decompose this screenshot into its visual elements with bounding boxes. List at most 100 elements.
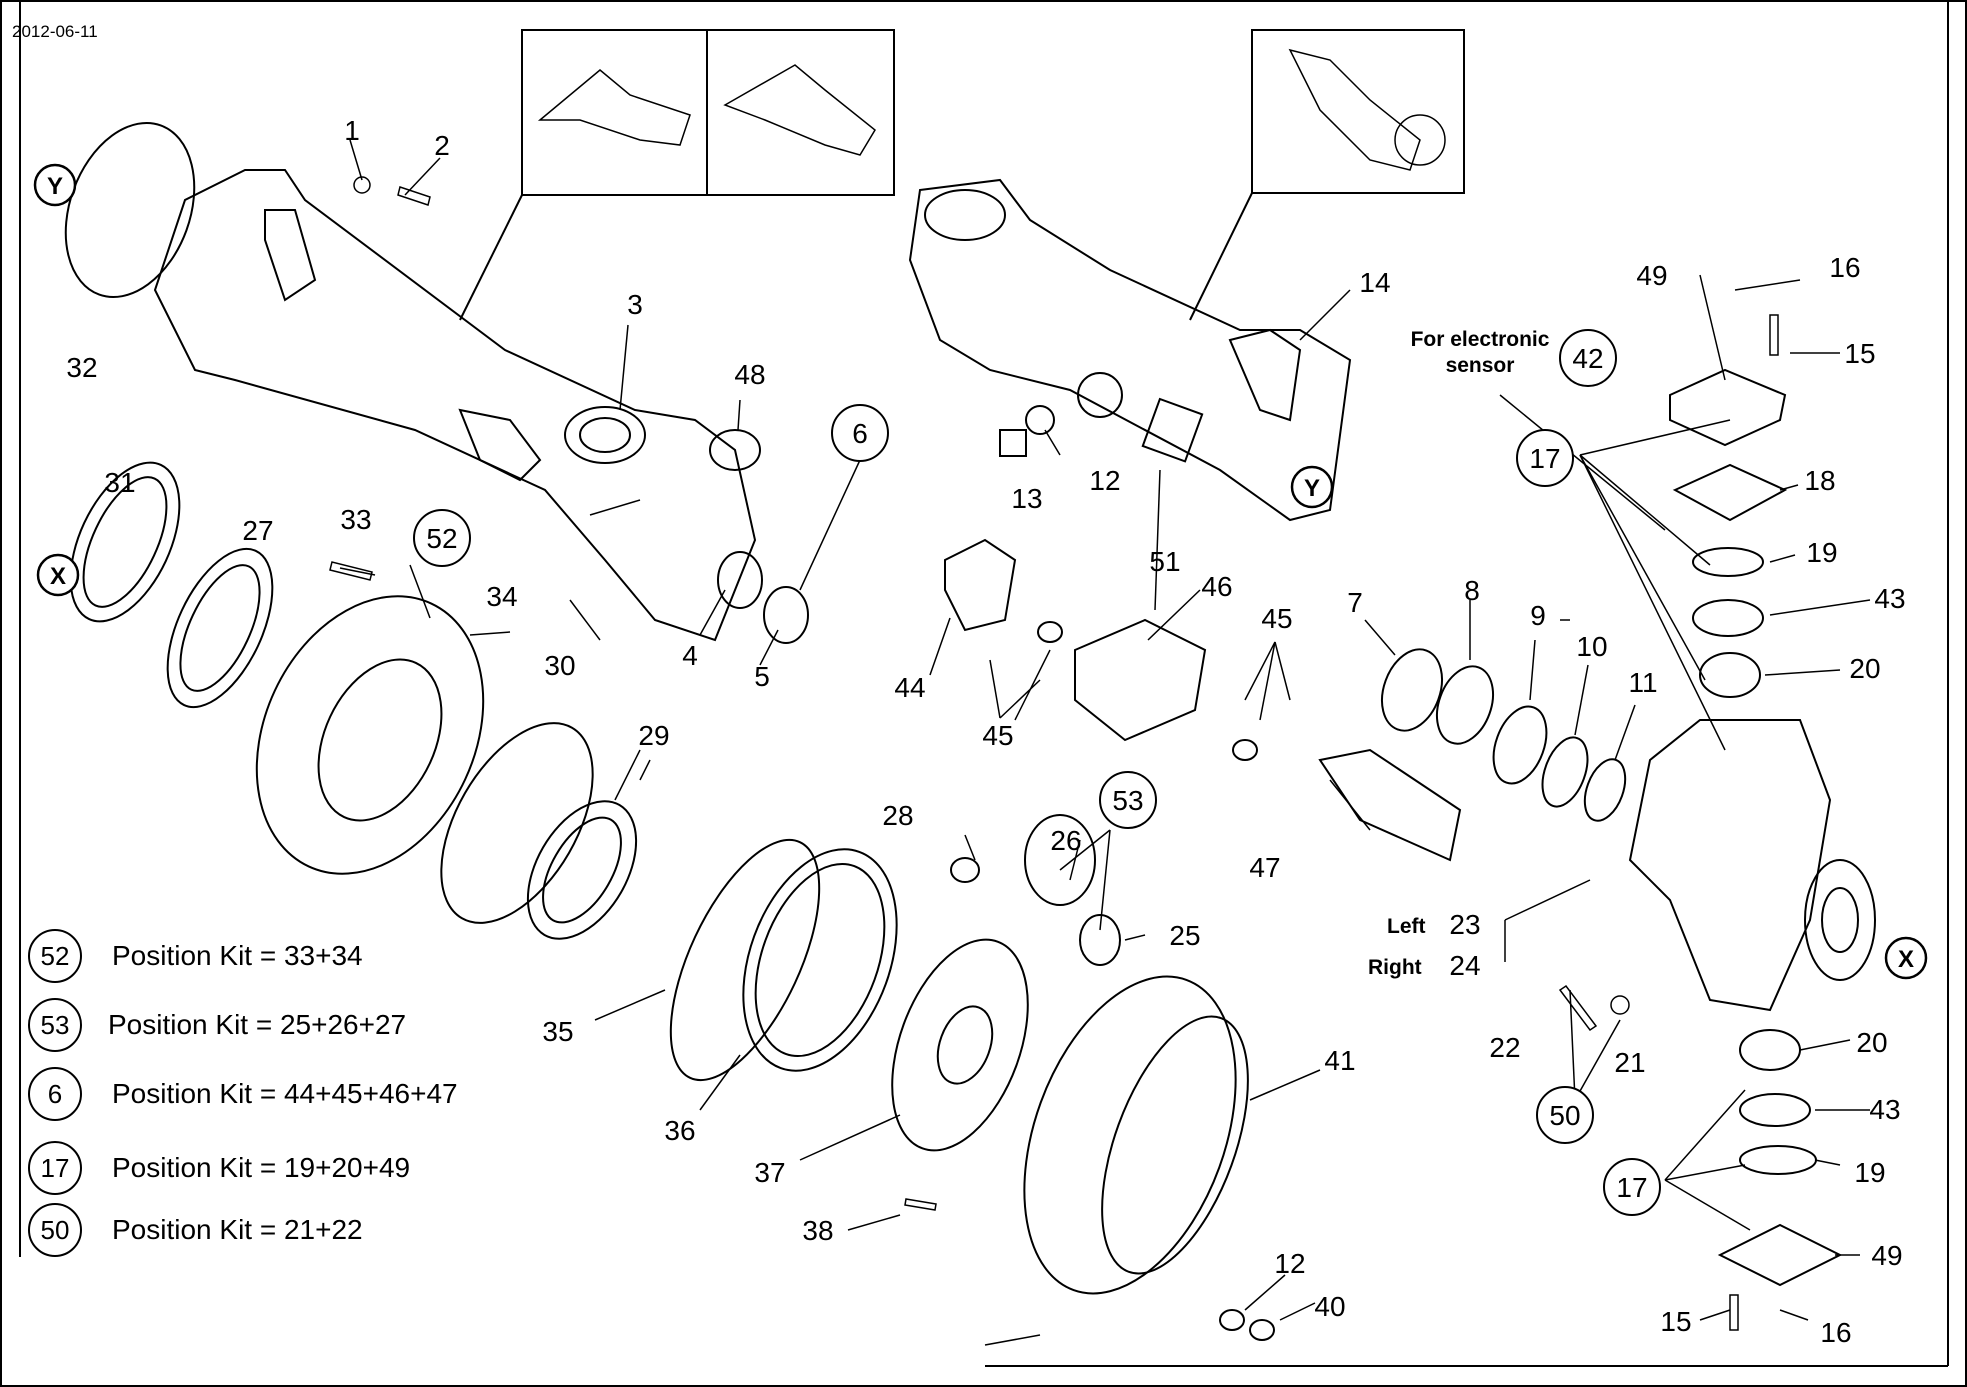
bearing-9 bbox=[1492, 705, 1548, 785]
part-26: 26 bbox=[1050, 825, 1081, 856]
bushing-48 bbox=[709, 429, 761, 471]
o-ring-12-top bbox=[1025, 405, 1055, 435]
part-35: 35 bbox=[542, 1016, 573, 1047]
part-18: 18 bbox=[1804, 465, 1835, 496]
part-15-bottom: 15 bbox=[1660, 1306, 1691, 1337]
hub-34 bbox=[255, 595, 485, 875]
ring-parts bbox=[64, 121, 1876, 1341]
part-labels: 1 2 3 4 5 6 7 8 9 10 11 12 13 14 15 16 1… bbox=[66, 115, 1905, 1348]
part-38: 38 bbox=[802, 1215, 833, 1246]
part-29: 29 bbox=[638, 720, 669, 751]
part-27: 27 bbox=[242, 515, 273, 546]
ref-x-left: X bbox=[50, 563, 66, 590]
ref-y-left: Y bbox=[47, 173, 63, 200]
steering-knuckle bbox=[1628, 719, 1832, 1012]
washer-1 bbox=[353, 176, 371, 194]
kit-number: 52 bbox=[28, 929, 82, 983]
kit-description: Position Kit = 44+45+46+47 bbox=[112, 1078, 458, 1109]
bolt-2 bbox=[397, 186, 431, 206]
part-49-top: 49 bbox=[1636, 260, 1667, 291]
ring-28 bbox=[950, 857, 980, 883]
part-2: 2 bbox=[434, 130, 450, 161]
knuckle-flange bbox=[1804, 859, 1876, 981]
part-44: 44 bbox=[894, 672, 925, 703]
part-28: 28 bbox=[882, 800, 913, 831]
part-48: 48 bbox=[734, 359, 765, 390]
bolt-22 bbox=[1558, 984, 1598, 1032]
leader-lines bbox=[339, 139, 1871, 1346]
bearing-25 bbox=[1079, 914, 1121, 966]
cap-49-top bbox=[1669, 368, 1787, 447]
yoke-44 bbox=[944, 538, 1017, 632]
part-40: 40 bbox=[1314, 1291, 1345, 1322]
sensor-note: For electronic sensor bbox=[1390, 327, 1570, 379]
gasket-18 bbox=[1672, 463, 1788, 522]
ring-11 bbox=[1583, 758, 1627, 822]
part-15-top: 15 bbox=[1844, 338, 1875, 369]
part-33: 33 bbox=[340, 504, 371, 535]
kit-row-17: 17 Position Kit = 19+20+49 bbox=[28, 1140, 410, 1196]
part-3: 3 bbox=[627, 289, 643, 320]
kit-number: 17 bbox=[28, 1141, 82, 1195]
sensor-note-line1: For electronic bbox=[1410, 328, 1550, 351]
kit-row-53: 53 Position Kit = 25+26+27 bbox=[28, 997, 406, 1053]
kit-number: 6 bbox=[28, 1067, 82, 1121]
sensor-note-line2: sensor bbox=[1445, 354, 1515, 377]
part-41: 41 bbox=[1324, 1045, 1355, 1076]
part-52: 52 bbox=[426, 523, 457, 554]
part-19-bottom: 19 bbox=[1854, 1157, 1885, 1188]
kit-row-50: 50 Position Kit = 21+22 bbox=[28, 1202, 363, 1258]
bearing-4 bbox=[717, 551, 763, 609]
kit-number: 50 bbox=[28, 1203, 82, 1257]
axle-housing-right bbox=[908, 178, 1352, 522]
part-25: 25 bbox=[1169, 920, 1200, 951]
cross-46 bbox=[1074, 618, 1207, 742]
part-4: 4 bbox=[682, 640, 698, 671]
inset-views bbox=[459, 29, 1465, 321]
part-19-top: 19 bbox=[1806, 537, 1837, 568]
reference-circles bbox=[33, 163, 1928, 980]
cover-41 bbox=[1023, 975, 1237, 1295]
planet-carrier-37 bbox=[891, 938, 1029, 1152]
ref-y-right: Y bbox=[1304, 475, 1320, 502]
kit-description: Position Kit = 25+26+27 bbox=[108, 1009, 407, 1040]
part-16-bottom: 16 bbox=[1820, 1317, 1851, 1348]
seal-5 bbox=[763, 586, 809, 644]
cap-49-bottom bbox=[1717, 1223, 1843, 1287]
part-8: 8 bbox=[1464, 575, 1480, 606]
part-34: 34 bbox=[486, 581, 517, 612]
bearing-20-bottom bbox=[1739, 1029, 1801, 1071]
kit-row-6: 6 Position Kit = 44+45+46+47 bbox=[28, 1066, 458, 1122]
part-45-right: 45 bbox=[1261, 603, 1292, 634]
kit-row-52: 52 Position Kit = 33+34 bbox=[28, 928, 363, 984]
bearing-29 bbox=[526, 800, 638, 940]
part-49-bottom: 49 bbox=[1871, 1240, 1902, 1271]
bolt-33 bbox=[329, 561, 373, 581]
ring-43-top bbox=[1692, 599, 1764, 637]
drawing-date: 2012-06-11 bbox=[12, 22, 98, 41]
bearing-20-top bbox=[1699, 652, 1761, 698]
part-17-bottom: 17 bbox=[1616, 1172, 1647, 1203]
bearing-19-bottom bbox=[1739, 1145, 1817, 1175]
part-20-top: 20 bbox=[1849, 653, 1880, 684]
label-left: Left bbox=[1387, 915, 1426, 938]
part-36: 36 bbox=[664, 1115, 695, 1146]
shaft-47 bbox=[1318, 748, 1462, 862]
part-16-top: 16 bbox=[1829, 252, 1860, 283]
part-42: 42 bbox=[1572, 343, 1603, 374]
o-ring-30 bbox=[440, 722, 594, 924]
sun-gear-26 bbox=[1024, 814, 1096, 906]
axle-housing-left bbox=[153, 169, 757, 642]
part-32: 32 bbox=[66, 352, 97, 383]
part-7: 7 bbox=[1347, 587, 1363, 618]
part-37: 37 bbox=[754, 1157, 785, 1188]
label-right: Right bbox=[1368, 956, 1422, 979]
kit-number: 53 bbox=[28, 998, 82, 1052]
part-53: 53 bbox=[1112, 785, 1143, 816]
bolt-15-top bbox=[1769, 314, 1779, 356]
part-45-left: 45 bbox=[982, 720, 1013, 751]
bearing-19-top bbox=[1692, 547, 1764, 577]
bearing-27 bbox=[166, 547, 274, 709]
part-13: 13 bbox=[1011, 483, 1042, 514]
